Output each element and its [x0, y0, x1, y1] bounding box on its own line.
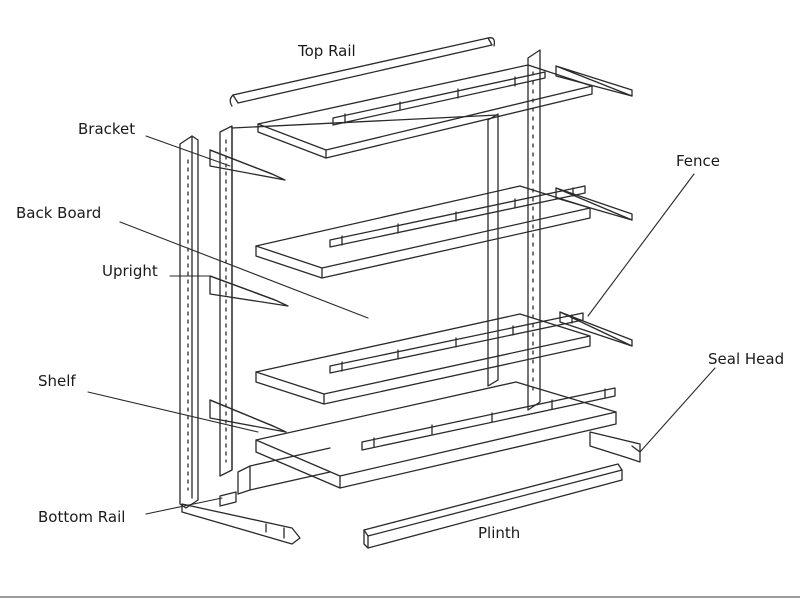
brackets: [209, 65, 633, 433]
fence-label: Fence: [676, 152, 721, 170]
shelf-4: [255, 381, 617, 489]
back-upright: [487, 49, 541, 411]
shelf-3: [255, 312, 591, 405]
back-board-label: Back Board: [16, 204, 102, 222]
top-rail: [229, 37, 496, 107]
shelf-label: Shelf: [38, 372, 76, 390]
leader-lines: [87, 135, 716, 515]
bottom-rail-label: Bottom Rail: [38, 508, 126, 526]
bottom-rail: [181, 431, 641, 545]
back-board: [231, 114, 499, 471]
bracket-label: Bracket: [78, 120, 136, 138]
bottom-border: [0, 596, 800, 598]
plinth: [363, 463, 623, 549]
seal-head-label: Seal Head: [708, 350, 785, 368]
upright-label: Upright: [102, 262, 158, 280]
shelf-1: [257, 64, 593, 159]
plinth-label: Plinth: [478, 524, 521, 542]
upright: [179, 125, 233, 509]
top-rail-label: Top Rail: [298, 42, 356, 60]
